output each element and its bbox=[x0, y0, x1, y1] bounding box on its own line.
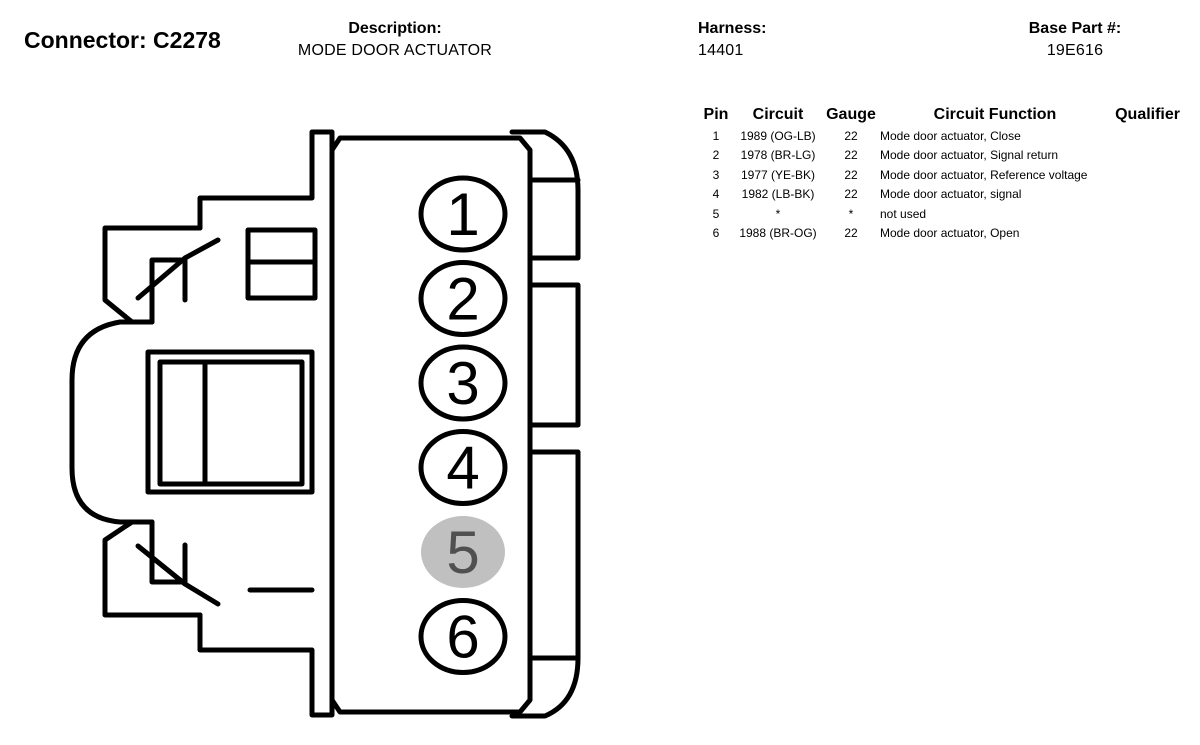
housing-body bbox=[329, 135, 533, 715]
lower-latch-arm bbox=[135, 543, 221, 607]
pin-circle bbox=[421, 516, 505, 588]
row-function: Mode door actuator, Signal return bbox=[880, 148, 1059, 163]
upper-latch-arm bbox=[135, 237, 221, 301]
rib-bottom bbox=[509, 449, 581, 719]
table-row: 2 1978 (BR-LG) 22 Mode door actuator, Si… bbox=[698, 146, 1180, 166]
row-pin: 6 bbox=[712, 226, 720, 241]
pin-number: 2 bbox=[446, 266, 479, 333]
pin-table: Pin Circuit Gauge Circuit Function Quali… bbox=[698, 104, 1180, 243]
upper-tab bbox=[197, 129, 335, 231]
row-qualifier bbox=[1110, 185, 1180, 205]
upper-square bbox=[245, 227, 318, 301]
description-value: MODE DOOR ACTUATOR bbox=[297, 42, 493, 59]
row-qualifier bbox=[1110, 204, 1180, 224]
row-qualifier bbox=[1110, 224, 1180, 244]
base-part-block: Base Part #: 19E616 bbox=[1010, 20, 1140, 60]
row-pin: 4 bbox=[712, 187, 720, 202]
connector-title: Connector: C2278 bbox=[24, 27, 221, 53]
row-pin: 3 bbox=[712, 167, 720, 182]
row-gauge: 22 bbox=[844, 128, 858, 143]
row-function: not used bbox=[880, 206, 927, 221]
pin-circle bbox=[418, 429, 508, 506]
lock-tab bbox=[69, 319, 155, 525]
row-pin: 1 bbox=[712, 128, 720, 143]
row-pin: 2 bbox=[712, 148, 720, 163]
row-qualifier bbox=[1110, 165, 1180, 185]
row-pin: 5 bbox=[712, 206, 720, 221]
header-circuit: Circuit bbox=[752, 106, 804, 123]
harness-label: Harness: bbox=[698, 20, 767, 37]
row-gauge: * bbox=[848, 206, 854, 221]
pin-circle bbox=[418, 598, 508, 675]
table-row: 3 1977 (YE-BK) 22 Mode door actuator, Re… bbox=[698, 165, 1180, 185]
pin-circles: 1 2 3 4 5 6 bbox=[418, 175, 508, 675]
description-label: Description: bbox=[348, 20, 442, 37]
row-function: Mode door actuator, Reference voltage bbox=[880, 167, 1088, 182]
row-qualifier bbox=[1110, 146, 1180, 166]
pin-number: 1 bbox=[446, 181, 479, 248]
pin-2: 2 bbox=[418, 260, 508, 337]
pin-4: 4 bbox=[418, 429, 508, 506]
row-gauge: 22 bbox=[844, 226, 858, 241]
upper-latch bbox=[102, 225, 203, 325]
header-qualifier: Qualifier bbox=[1115, 106, 1180, 123]
header-pin: Pin bbox=[703, 106, 729, 123]
pin-5: 5 bbox=[421, 516, 505, 588]
row-gauge: 22 bbox=[844, 148, 858, 163]
pin-table-header: Pin Circuit Gauge Circuit Function Quali… bbox=[698, 104, 1180, 126]
description-block: Description: MODE DOOR ACTUATOR bbox=[270, 20, 520, 60]
row-function: Mode door actuator, Open bbox=[880, 226, 1020, 241]
pin-circle bbox=[418, 175, 508, 253]
pin-3: 3 bbox=[418, 344, 508, 422]
row-circuit: * bbox=[775, 206, 781, 221]
lower-latch bbox=[102, 519, 203, 618]
row-circuit: 1978 (BR-LG) bbox=[740, 148, 816, 163]
table-row: 1 1989 (OG-LB) 22 Mode door actuator, Cl… bbox=[698, 126, 1180, 146]
pin-circle bbox=[418, 260, 508, 337]
row-circuit: 1977 (YE-BK) bbox=[740, 167, 816, 182]
pin-number: 6 bbox=[446, 604, 479, 671]
harness-block: Harness: 14401 bbox=[698, 20, 766, 60]
row-function: Mode door actuator, Close bbox=[880, 128, 1021, 143]
header-gauge: Gauge bbox=[826, 106, 876, 123]
rib-middle bbox=[527, 282, 581, 428]
header-circuit-function: Circuit Function bbox=[933, 106, 1057, 123]
row-circuit: 1982 (LB-BK) bbox=[741, 187, 815, 202]
pin-circle bbox=[418, 344, 508, 422]
pin-1: 1 bbox=[418, 175, 508, 253]
row-qualifier bbox=[1110, 126, 1180, 146]
base-part-value: 19E616 bbox=[1046, 42, 1104, 59]
base-part-label: Base Part #: bbox=[1028, 20, 1122, 37]
row-function: Mode door actuator, signal bbox=[880, 187, 1022, 202]
pin-number: 3 bbox=[446, 350, 479, 417]
row-circuit: 1988 (BR-OG) bbox=[739, 226, 817, 241]
harness-value: 14401 bbox=[698, 42, 744, 59]
lower-tab bbox=[197, 612, 335, 718]
row-gauge: 22 bbox=[844, 187, 858, 202]
row-gauge: 22 bbox=[844, 167, 858, 182]
table-row: 6 1988 (BR-OG) 22 Mode door actuator, Op… bbox=[698, 224, 1180, 244]
row-circuit: 1989 (OG-LB) bbox=[740, 128, 816, 143]
connector-face-diagram: 1 2 3 4 5 6 bbox=[69, 129, 581, 719]
lock-tab-window bbox=[145, 349, 315, 495]
table-row: 5 * * not used bbox=[698, 204, 1180, 224]
table-row: 4 1982 (LB-BK) 22 Mode door actuator, si… bbox=[698, 185, 1180, 205]
rib-top bbox=[509, 129, 581, 261]
pin-6: 6 bbox=[418, 598, 508, 675]
lock-tab-inner bbox=[157, 359, 305, 487]
connector-outline bbox=[69, 129, 581, 719]
pin-number: 5 bbox=[446, 519, 479, 586]
pin-number: 4 bbox=[446, 435, 479, 502]
